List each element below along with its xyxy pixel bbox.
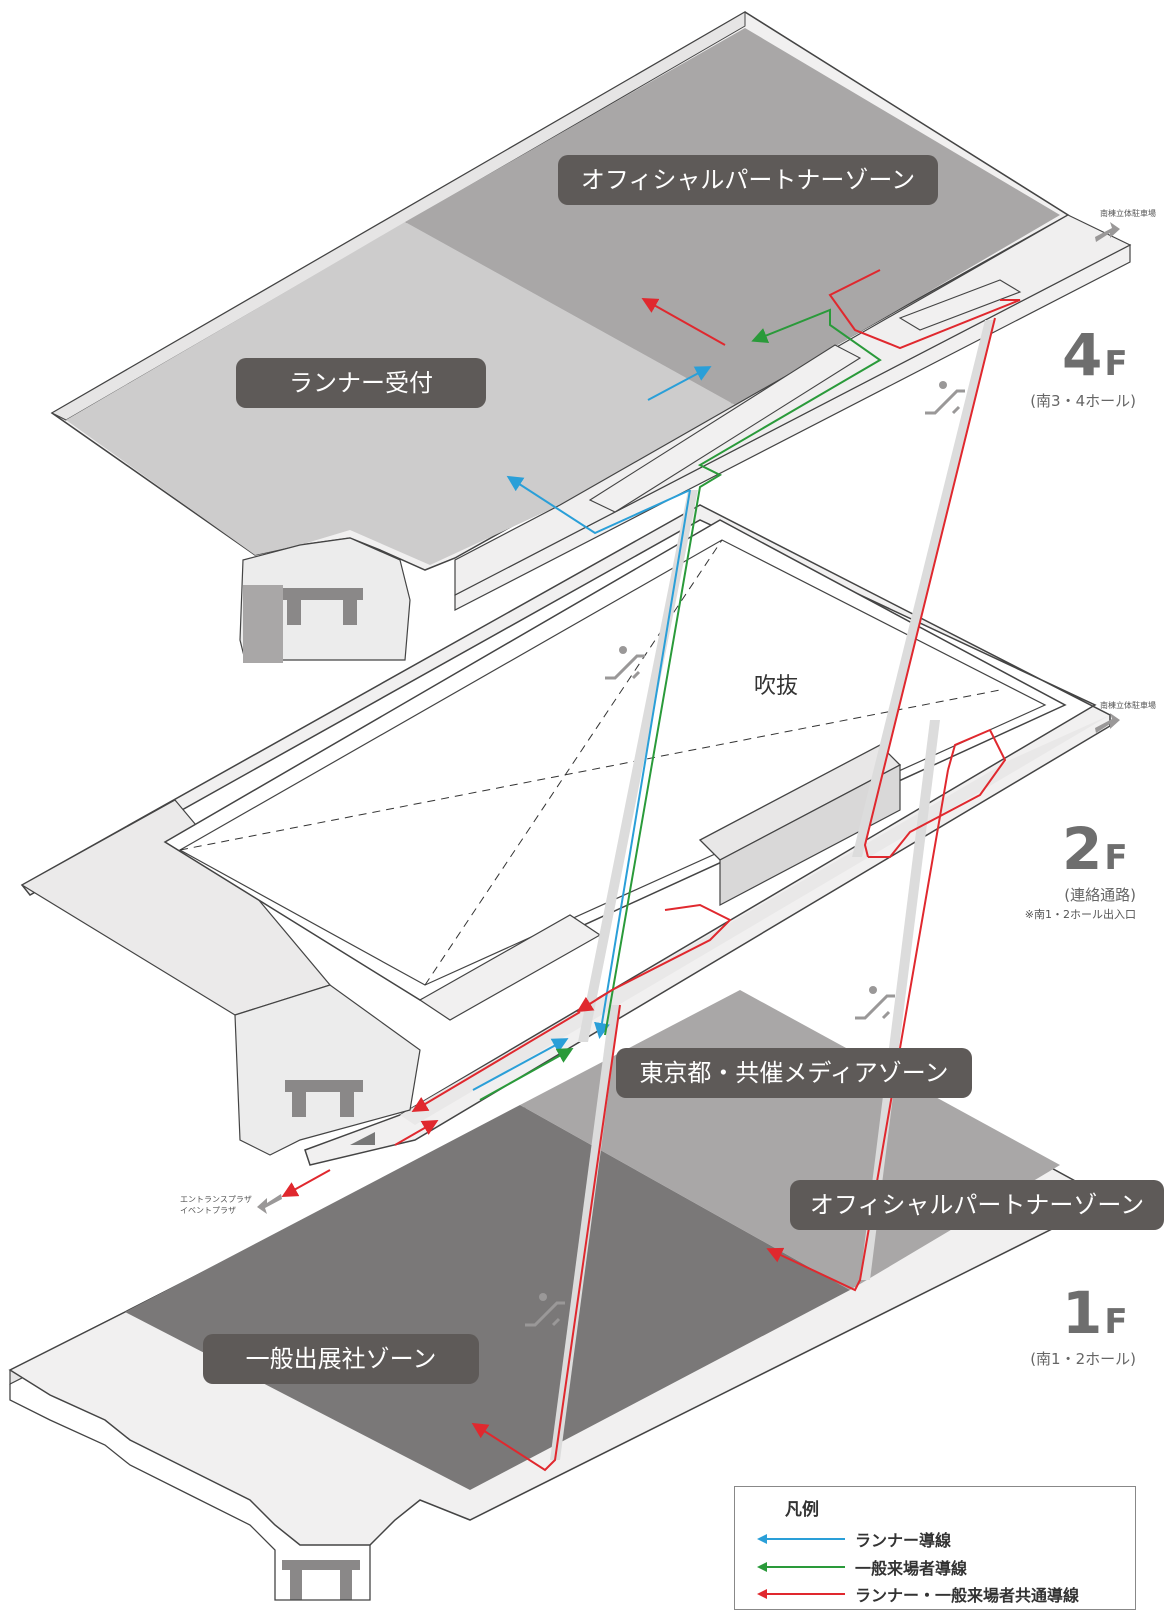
shared-route bbox=[281, 1169, 331, 1197]
legend-line-visitor bbox=[757, 1562, 845, 1572]
floor-2f bbox=[20, 504, 1111, 1166]
zone-label-official-partner-4f: オフィシャルパートナーゾーン bbox=[558, 155, 938, 205]
zone-label-official-partner-1f: オフィシャルパートナーゾーン bbox=[790, 1180, 1164, 1230]
shared-route bbox=[471, 1004, 621, 1472]
zone-label-general-exhibitor: 一般出展社ゾーン bbox=[203, 1334, 479, 1384]
shared-route bbox=[641, 298, 726, 346]
shared-route bbox=[394, 1120, 439, 1146]
parking-label-4f: 南棟立体駐車場 bbox=[1100, 209, 1156, 218]
runner-route bbox=[506, 475, 691, 535]
shared-route bbox=[411, 1011, 581, 1113]
shared-route bbox=[868, 728, 1007, 858]
legend-line-runner bbox=[757, 1534, 845, 1544]
legend-item-runner: ランナー導線 bbox=[757, 1527, 1127, 1551]
visitor-route bbox=[604, 308, 882, 1036]
entrance-arrow-icon bbox=[257, 1194, 282, 1214]
floor-note-2f: ※南1・2ホール出入口 bbox=[1024, 908, 1136, 921]
floor-number-2f: 2F bbox=[1062, 815, 1128, 883]
floor-number-4f: 4F bbox=[1062, 321, 1128, 389]
general-exhibitor-zone-area bbox=[125, 1105, 850, 1490]
legend-title: 凡例 bbox=[785, 1500, 819, 1520]
parking-label-2f: 南棟立体駐車場 bbox=[1100, 701, 1156, 710]
runner-route bbox=[594, 489, 691, 1039]
zone-label-runner-reception: ランナー受付 bbox=[236, 358, 486, 408]
shared-route bbox=[863, 317, 996, 858]
entrance-label-line1: エントランスプラザ bbox=[180, 1195, 252, 1204]
legend-label-shared: ランナー・一般来場者共通導線 bbox=[855, 1586, 1080, 1605]
legend-item-shared: ランナー・一般来場者共通導線 bbox=[757, 1582, 1127, 1606]
void-area bbox=[178, 539, 1047, 986]
shared-route bbox=[576, 903, 732, 1013]
legend-label-visitor: 一般来場者導線 bbox=[855, 1559, 968, 1578]
route-lines bbox=[281, 269, 1021, 1472]
floor-number-1f: 1F bbox=[1062, 1279, 1128, 1347]
runner-route bbox=[472, 1038, 569, 1091]
floor-subtitle-1f: (南1・2ホール) bbox=[1030, 1350, 1136, 1368]
parking-arrow-icon bbox=[1095, 713, 1120, 733]
visitor-route bbox=[479, 1048, 574, 1101]
floor-4f bbox=[50, 11, 1132, 663]
official-partner-zone-4f-area bbox=[405, 28, 1060, 405]
escalator-icon bbox=[925, 381, 965, 415]
entrance-label-line2: イベントプラザ bbox=[180, 1206, 236, 1215]
runner-route bbox=[647, 366, 712, 401]
shared-route bbox=[828, 269, 1021, 350]
escalator-icon bbox=[605, 646, 645, 680]
floor-subtitle-2f: (連絡通路) bbox=[1064, 886, 1136, 904]
escalator-icon bbox=[525, 1293, 565, 1327]
zone-label-void: 吹抜 bbox=[754, 674, 799, 699]
legend-label-runner: ランナー導線 bbox=[855, 1531, 952, 1550]
parking-arrow-icon bbox=[1095, 222, 1120, 242]
legend-item-visitor: 一般来場者導線 bbox=[757, 1555, 1127, 1579]
legend: 凡例 ランナー導線 一般来場者導線 ランナー・一般来場者共通導線 bbox=[734, 1486, 1136, 1610]
legend-line-shared bbox=[757, 1589, 845, 1599]
floor-subtitle-4f: (南3・4ホール) bbox=[1030, 392, 1136, 410]
escalator-icon bbox=[855, 986, 895, 1020]
shared-route bbox=[766, 769, 949, 1292]
zone-label-tokyo-media: 東京都・共催メディアゾーン bbox=[616, 1048, 972, 1098]
